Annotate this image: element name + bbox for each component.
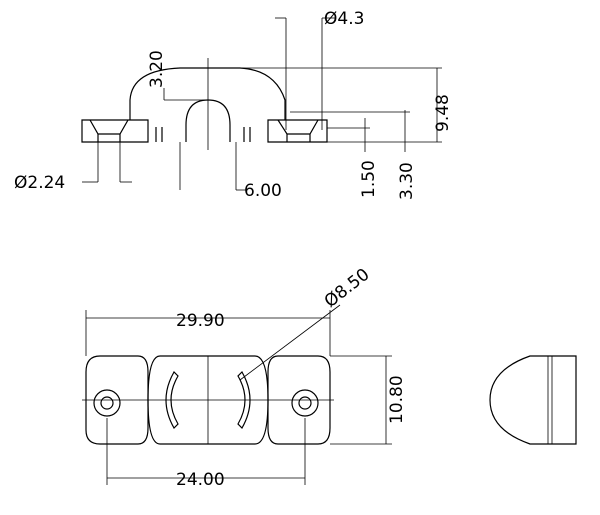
top-view: Ø8.50 29.90 10.80 24.00 <box>82 265 407 490</box>
dim-hole-top-dia: Ø4.3 <box>324 9 364 29</box>
dim-width: 10.80 <box>387 375 407 424</box>
dim-hole-spacing: 24.00 <box>176 470 225 490</box>
dim-base-thickness: 1.50 <box>359 160 379 198</box>
dim-arc-radius: 3.20 <box>147 50 167 88</box>
dim-dome-dia: Ø8.50 <box>321 265 374 312</box>
dim-flange-height: 3.30 <box>397 162 417 200</box>
dim-total-height: 9.48 <box>433 94 453 132</box>
end-view <box>489 355 577 445</box>
side-view: Ø4.3 3.20 9.48 Ø2.24 6.00 1.50 3.30 <box>14 9 453 201</box>
dim-pin-dia: Ø2.24 <box>14 173 65 193</box>
dim-pin-spacing-side: 6.00 <box>244 181 282 201</box>
dim-overall-length: 29.90 <box>176 311 225 331</box>
